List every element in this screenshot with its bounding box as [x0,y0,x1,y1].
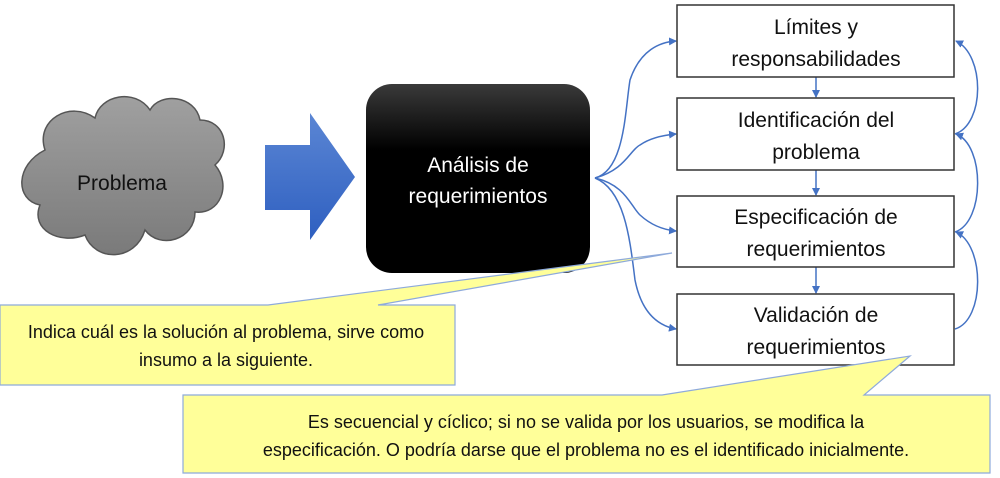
step-identificacion: Identificación del problema [676,97,955,171]
callout-text: insumo a la siguiente. [139,350,313,370]
step-label: problema [772,141,860,164]
step-label: Especificación de [734,206,897,229]
callout-validacion: Es secuencial y cíclico; si no se valida… [182,355,991,474]
analysis-line2: requerimientos [409,185,548,208]
callout-text: Es secuencial y cíclico; si no se valida… [308,412,865,432]
step-especificacion: Especificación de requerimientos [676,195,955,268]
callout-especificacion: Indica cuál es la solución al problema, … [0,252,673,386]
step-label: requerimientos [747,336,886,359]
step-limites: Límites y responsabilidades [676,4,955,78]
callout-text: especificación. O podría darse que el pr… [263,440,909,460]
analysis-box: Análisis de requerimientos [366,84,590,273]
cycle-connectors [954,40,979,330]
step-label: Identificación del [738,109,894,132]
step-label: requerimientos [747,238,886,261]
flow-arrow-icon [265,113,355,240]
analysis-line1: Análisis de [427,154,529,177]
callout-text: Indica cuál es la solución al problema, … [28,322,424,342]
step-validacion: Validación de requerimientos [676,293,955,366]
cloud-label: Problema [77,172,167,195]
step-label: Validación de [754,304,879,327]
step-label: Límites y [774,16,859,39]
step-label: responsabilidades [731,48,900,71]
problem-cloud: Problema [21,95,225,256]
fan-connectors [594,37,677,332]
